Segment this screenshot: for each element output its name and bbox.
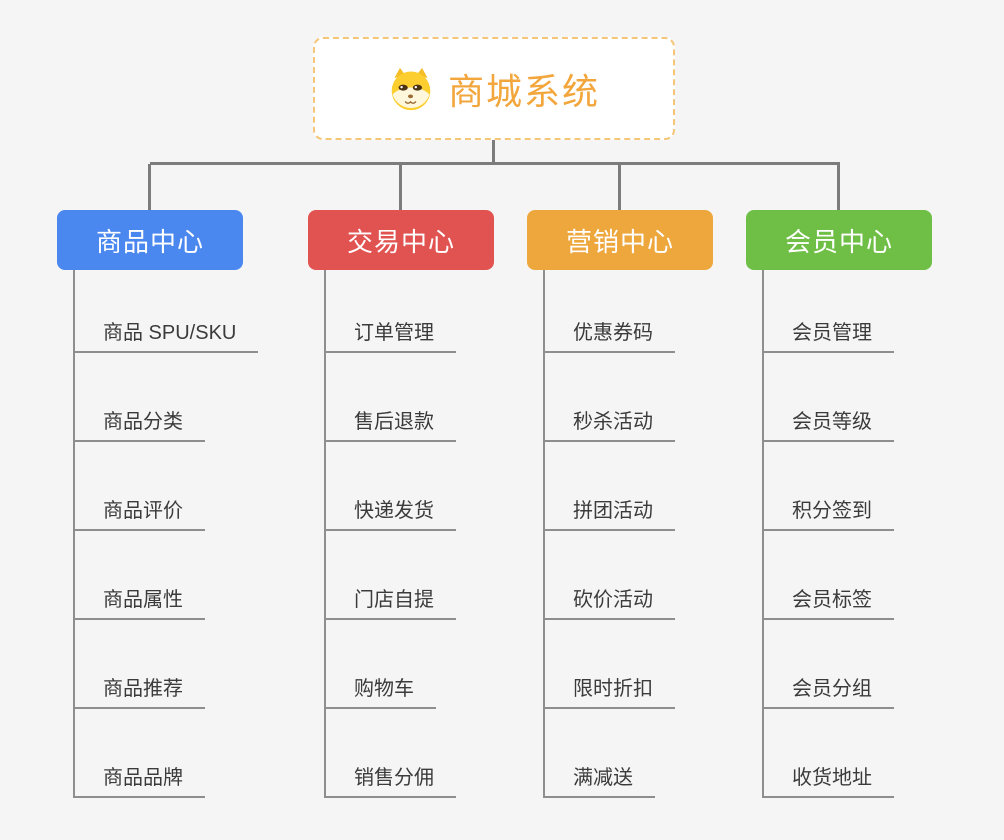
branch-drop-line bbox=[148, 164, 151, 210]
child-topic[interactable]: 商品 SPU/SKU bbox=[73, 314, 259, 353]
child-topic[interactable]: 拼团活动 bbox=[543, 492, 675, 531]
branch-trunk-line bbox=[73, 270, 75, 798]
child-topic[interactable]: 会员标签 bbox=[762, 581, 894, 620]
branch-topic[interactable]: 商品中心 bbox=[57, 210, 243, 270]
branch-topic[interactable]: 会员中心 bbox=[746, 210, 932, 270]
child-topic[interactable]: 砍价活动 bbox=[543, 581, 675, 620]
branch-trunk-line bbox=[324, 270, 326, 798]
branch-drop-line bbox=[837, 164, 840, 210]
branch-drop-line bbox=[618, 164, 621, 210]
child-topic[interactable]: 秒杀活动 bbox=[543, 403, 675, 442]
child-topic[interactable]: 商品评价 bbox=[73, 492, 205, 531]
child-topic[interactable]: 门店自提 bbox=[324, 581, 456, 620]
child-topic[interactable]: 优惠券码 bbox=[543, 314, 675, 353]
branch-trunk-line bbox=[762, 270, 764, 798]
branch-topic[interactable]: 交易中心 bbox=[308, 210, 494, 270]
root-topic[interactable]: 商城系统 bbox=[313, 37, 675, 140]
branch-member-center: 会员中心 会员管理 会员等级 积分签到 会员标签 会员分组 收货地址 bbox=[746, 210, 932, 798]
branch-marketing-center: 营销中心 优惠券码 秒杀活动 拼团活动 砍价活动 限时折扣 满减送 bbox=[527, 210, 713, 798]
branch-bus-line bbox=[150, 162, 840, 165]
child-topic[interactable]: 购物车 bbox=[324, 670, 436, 709]
child-topic[interactable]: 会员等级 bbox=[762, 403, 894, 442]
child-topic[interactable]: 商品属性 bbox=[73, 581, 205, 620]
root-topic-label: 商城系统 bbox=[447, 70, 600, 112]
child-topic[interactable]: 会员管理 bbox=[762, 314, 894, 353]
child-topic[interactable]: 收货地址 bbox=[762, 759, 894, 798]
branch-topic[interactable]: 营销中心 bbox=[527, 210, 713, 270]
child-topic[interactable]: 商品品牌 bbox=[73, 759, 205, 798]
child-topic[interactable]: 订单管理 bbox=[324, 314, 456, 353]
branch-drop-line bbox=[399, 164, 402, 210]
child-topic[interactable]: 满减送 bbox=[543, 759, 655, 798]
child-topic[interactable]: 商品分类 bbox=[73, 403, 205, 442]
child-topic[interactable]: 售后退款 bbox=[324, 403, 456, 442]
branch-trade-center: 交易中心 订单管理 售后退款 快递发货 门店自提 购物车 销售分佣 bbox=[308, 210, 494, 798]
root-connector-line bbox=[492, 140, 495, 164]
child-topic[interactable]: 快递发货 bbox=[324, 492, 456, 531]
child-topic[interactable]: 限时折扣 bbox=[543, 670, 675, 709]
dog-face-icon bbox=[391, 67, 431, 110]
child-topic[interactable]: 积分签到 bbox=[762, 492, 894, 531]
branch-product-center: 商品中心 商品 SPU/SKU 商品分类 商品评价 商品属性 商品推荐 商品品牌 bbox=[57, 210, 259, 798]
child-topic[interactable]: 会员分组 bbox=[762, 670, 894, 709]
child-topic[interactable]: 销售分佣 bbox=[324, 759, 456, 798]
child-topic[interactable]: 商品推荐 bbox=[73, 670, 205, 709]
branch-trunk-line bbox=[543, 270, 545, 798]
